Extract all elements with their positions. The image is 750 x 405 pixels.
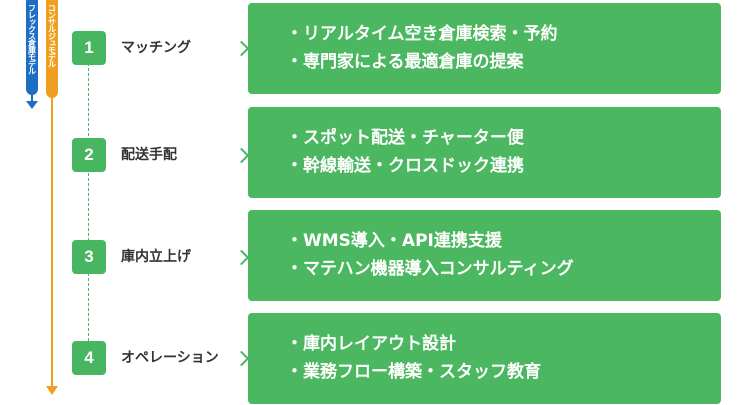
step-4-chevron-right-icon	[233, 350, 250, 367]
flex-model-arrow-down-icon	[26, 101, 38, 109]
step-1-number-badge: 1	[72, 31, 106, 65]
step-4-detail-line: ・業務フロー構築・スタッフ教育	[286, 362, 541, 382]
step-1-title: マッチング	[121, 40, 191, 56]
step-4-number-badge: 4	[72, 341, 106, 375]
step-3-detail-line: ・WMS導入・API連携支援	[286, 231, 502, 251]
step-3-detail-card: ・WMS導入・API連携支援 ・マテハン機器導入コンサルティング	[248, 210, 721, 301]
flex-model-arrow-line	[31, 92, 33, 101]
step-2-detail-card: ・スポット配送・チャーター便 ・幹線輸送・クロスドック連携	[248, 107, 721, 198]
concierge-model-arrow-line	[51, 95, 53, 387]
step-4-detail-line: ・庫内レイアウト設計	[286, 334, 456, 354]
step-4-detail-card: ・庫内レイアウト設計 ・業務フロー構築・スタッフ教育	[248, 313, 721, 404]
concierge-model-bar: コンサルジュモデル	[46, 0, 58, 98]
step-2-title: 配送手配	[121, 147, 177, 163]
step-2-number-badge: 2	[72, 138, 106, 172]
step-1-detail-card: ・リアルタイム空き倉庫検索・予約 ・専門家による最適倉庫の提案	[248, 3, 721, 94]
flex-warehouse-model-label: フレックス倉庫モデル	[27, 4, 37, 74]
step-3-title: 庫内立上げ	[121, 249, 191, 265]
step-2-chevron-right-icon	[233, 147, 250, 164]
step-1-chevron-right-icon	[233, 40, 250, 57]
step-4-title: オペレーション	[121, 350, 219, 366]
step-3-detail-line: ・マテハン機器導入コンサルティング	[286, 259, 574, 279]
step-1-detail-line: ・リアルタイム空き倉庫検索・予約	[286, 24, 558, 44]
step-3-number-badge: 3	[72, 240, 106, 274]
concierge-model-arrow-down-icon	[46, 386, 58, 395]
concierge-model-label: コンサルジュモデル	[47, 4, 57, 67]
flex-warehouse-model-bar: フレックス倉庫モデル	[26, 0, 38, 95]
step-2-detail-line: ・スポット配送・チャーター便	[286, 128, 524, 148]
step-3-chevron-right-icon	[233, 249, 250, 266]
step-2-detail-line: ・幹線輸送・クロスドック連携	[286, 156, 524, 176]
step-connector-dashed-line	[88, 48, 89, 356]
step-1-detail-line: ・専門家による最適倉庫の提案	[286, 52, 524, 72]
